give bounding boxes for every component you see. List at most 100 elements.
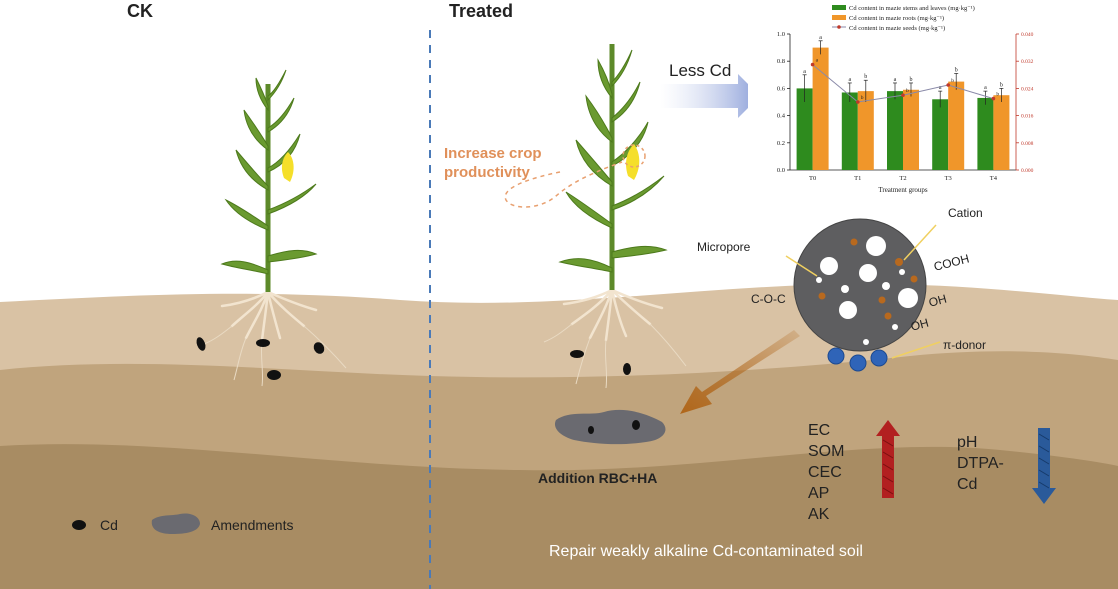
- productivity-label: productivity: [444, 164, 530, 181]
- amendment-blob: [554, 409, 666, 445]
- chart-y2-tick-label: 0.000: [1021, 168, 1034, 174]
- chart-seeds-point: [810, 62, 815, 67]
- roots-ck: [220, 290, 318, 342]
- chart-y-tick-label: 0.2: [777, 140, 785, 147]
- corn-cob-ck: [281, 152, 294, 182]
- chart-x-tick-label: T3: [945, 175, 952, 182]
- less-cd-arrow: [660, 74, 760, 118]
- chart-bar: [812, 47, 829, 170]
- chart-xlabel: Treatment groups: [878, 186, 928, 194]
- chart-seeds-point: [856, 100, 860, 104]
- chart-seeds-point: [901, 93, 905, 97]
- property-up-item: AK: [808, 506, 830, 523]
- chart-seeds-sig-label: b: [996, 92, 999, 98]
- chart-bar: [887, 91, 903, 170]
- cob-highlight: [622, 144, 646, 168]
- chart-seeds-sig-label: b: [861, 95, 864, 101]
- chart-y-tick-label: 0.8: [777, 58, 785, 65]
- property-up-item: SOM: [808, 443, 845, 460]
- chart-sig-label: b: [1000, 82, 1003, 88]
- coc-label: C-O-C: [751, 292, 786, 306]
- micropore-label: Micropore: [697, 240, 751, 254]
- legend-amendments-label: Amendments: [211, 517, 294, 533]
- chart-bar: [993, 95, 1010, 170]
- properties-up-list: EC SOM CEC AP AK: [808, 420, 844, 525]
- chart-y-tick-label: 0.0: [777, 167, 785, 174]
- chart-sig-label: a: [939, 85, 942, 91]
- chart-x-tick-label: T2: [899, 175, 906, 182]
- chart-sig-label: a: [848, 77, 851, 83]
- productivity-arrow: [504, 161, 623, 208]
- chart-sig-label: a: [819, 35, 822, 41]
- chart-sig-label: a: [803, 69, 806, 75]
- legend-text-seeds: Cd content in mazie seeds (mg·kg⁻¹): [849, 25, 945, 32]
- property-up-item: CEC: [808, 464, 842, 481]
- legend-amendment-marker: [151, 513, 200, 534]
- legend-cd-label: Cd: [100, 517, 118, 533]
- footer-caption: Repair weakly alkaline Cd-contaminated s…: [549, 543, 863, 560]
- ck-title: CK: [127, 1, 153, 21]
- chart-seeds-sig-label: b: [906, 88, 909, 94]
- brown-arrow: [680, 330, 800, 414]
- chart-bar: [903, 89, 919, 170]
- properties-down-list: pH DTPA- Cd: [957, 432, 1004, 495]
- chart-seeds-point: [991, 96, 996, 101]
- fine-roots-treated: [543, 323, 687, 389]
- chart-x-tick-label: T0: [809, 175, 816, 182]
- chart-bar: [796, 88, 813, 170]
- chart-seeds-sig-label: a: [816, 58, 819, 64]
- chart-sig-label: a: [984, 85, 987, 91]
- chart-seeds-sig-label: b: [951, 78, 954, 84]
- chart-x-tick-label: T4: [990, 175, 998, 182]
- increase-crop-label: Increase crop: [444, 145, 542, 162]
- chart-y-tick-label: 0.4: [777, 113, 786, 120]
- down-arrow: [1032, 428, 1056, 504]
- chart-y2-tick-label: 0.008: [1021, 141, 1034, 147]
- chart-y-tick-label: 0.6: [777, 85, 786, 92]
- cd-particles: [196, 337, 631, 380]
- less-cd-label: Less Cd: [669, 61, 732, 80]
- legend-dot-seeds: [837, 25, 841, 29]
- up-arrow: [876, 420, 900, 498]
- property-down-item: pH: [957, 434, 978, 451]
- soil-layer-lower: [0, 444, 1118, 589]
- chart-sig-label: b: [910, 77, 913, 83]
- cation-label: Cation: [948, 206, 983, 220]
- chart-y2-tick-label: 0.040: [1021, 32, 1034, 38]
- legend-text-stems: Cd content in mazie stems and leaves (mg…: [849, 5, 975, 12]
- corn-cob-treated: [626, 144, 640, 180]
- chart-bar: [977, 97, 994, 170]
- property-up-item: AP: [808, 485, 830, 502]
- chart-sig-label: b: [955, 67, 958, 73]
- legend-text-roots: Cd content in mazie roots (mg·kg⁻¹): [849, 15, 944, 22]
- biochar-particle: [785, 218, 941, 372]
- property-up-item: EC: [808, 422, 831, 439]
- chart-x-tick-label: T1: [854, 175, 861, 182]
- chart-bar: [932, 99, 949, 170]
- chart-sig-label: b: [864, 74, 867, 80]
- property-down-item: DTPA-: [957, 455, 1004, 472]
- chart-bar: [857, 91, 874, 170]
- pi-donor-spheres: [827, 347, 888, 372]
- chart-sig-label: a: [894, 77, 897, 83]
- addition-label: Addition RBC+HA: [538, 470, 658, 486]
- cd-content-chart: 0.00.20.40.60.81.00.0000.0080.0160.0240.…: [748, 2, 1040, 196]
- legend-cd-marker: [72, 520, 86, 530]
- chart-seeds-point: [946, 83, 950, 87]
- chart-bar: [841, 92, 858, 170]
- chart-y2-tick-label: 0.032: [1021, 59, 1034, 65]
- chart-y2-tick-label: 0.016: [1021, 114, 1034, 120]
- roots-treated: [562, 288, 664, 342]
- legend-swatch-roots: [832, 15, 846, 20]
- treated-title: Treated: [449, 1, 514, 21]
- maize-plant-ck: [203, 69, 347, 387]
- chart-y2-tick-label: 0.024: [1021, 86, 1034, 92]
- pi-donor-label: π-donor: [943, 338, 986, 352]
- maize-plant-treated: [543, 44, 687, 389]
- property-down-item: Cd: [957, 476, 978, 493]
- legend-swatch-stems: [832, 5, 846, 10]
- chart-bar: [948, 81, 965, 170]
- chart-legend: Cd content in mazie stems and leaves (mg…: [832, 5, 975, 32]
